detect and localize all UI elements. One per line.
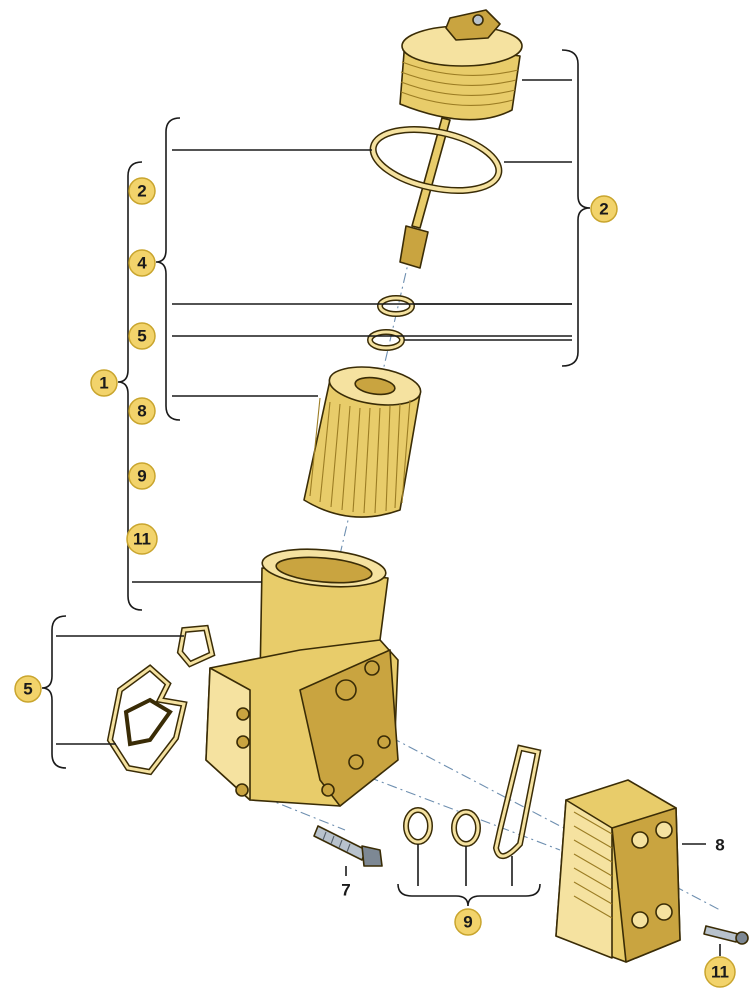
group-braces <box>41 49 591 907</box>
svg-text:2: 2 <box>599 200 608 219</box>
callout-screw-11: 11 <box>704 956 736 988</box>
svg-text:5: 5 <box>137 327 146 346</box>
callout-cooler-8: 8 <box>715 836 724 855</box>
svg-text:11: 11 <box>133 530 151 549</box>
housing-gaskets <box>106 624 216 776</box>
oil-cooler <box>555 779 681 963</box>
svg-text:9: 9 <box>463 913 472 932</box>
filter-element <box>303 366 422 518</box>
svg-text:5: 5 <box>23 680 32 699</box>
cap-stem <box>399 117 451 269</box>
small-seal-rings <box>367 295 415 351</box>
svg-text:11: 11 <box>711 963 729 982</box>
callout-gasket-5: 5 <box>14 675 42 703</box>
leader-lines <box>56 79 721 956</box>
cooler-seal-rings <box>403 744 542 859</box>
svg-text:7: 7 <box>341 881 350 900</box>
svg-text:9: 9 <box>137 467 146 486</box>
svg-text:4: 4 <box>137 254 147 273</box>
callout-left-2: 2 <box>128 177 156 205</box>
callout-seals-9: 9 <box>454 908 482 936</box>
callout-left-8: 8 <box>128 397 156 425</box>
filter-housing <box>205 548 399 807</box>
callout-left-4: 4 <box>128 249 156 277</box>
callout-left-11: 11 <box>126 523 158 555</box>
svg-text:8: 8 <box>137 402 146 421</box>
cooler-screw <box>703 925 749 945</box>
callout-left-9: 9 <box>128 462 156 490</box>
filter-cap <box>399 9 523 121</box>
mounting-bolt <box>313 825 383 867</box>
svg-text:8: 8 <box>715 836 724 855</box>
callout-bolt-7: 7 <box>341 881 350 900</box>
callout-left-5: 5 <box>128 322 156 350</box>
callout-1: 1 <box>90 369 118 397</box>
svg-text:2: 2 <box>137 182 146 201</box>
callout-right-2: 2 <box>590 195 618 223</box>
svg-text:1: 1 <box>99 374 108 393</box>
